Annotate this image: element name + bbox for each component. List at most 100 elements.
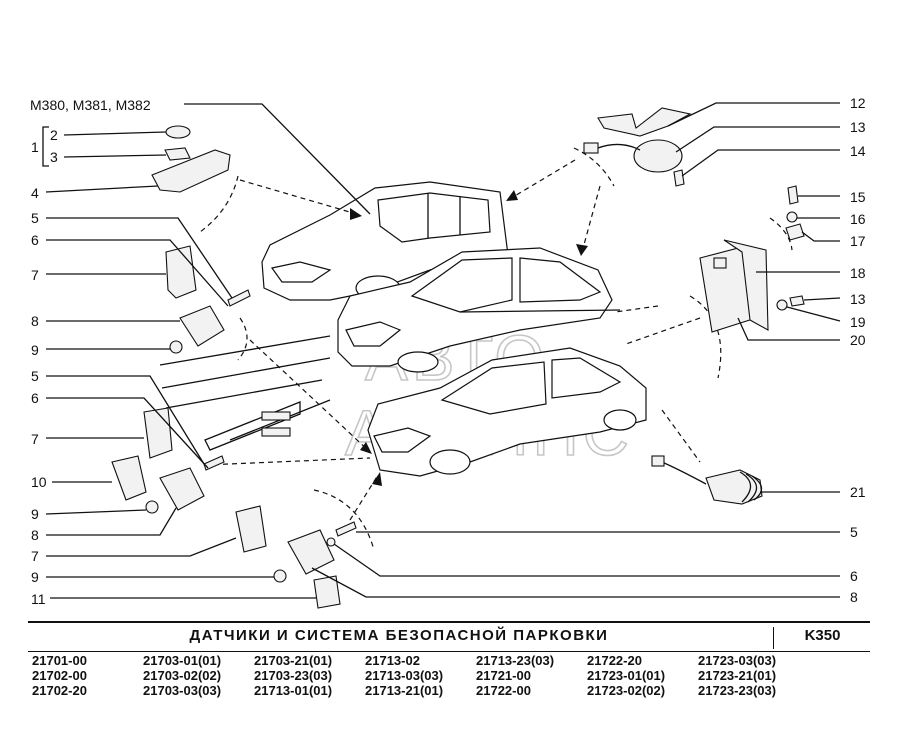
callout-15: 15 [850, 189, 866, 205]
callout-16: 16 [850, 211, 866, 227]
model-code: 21721-00 [476, 668, 531, 683]
arrow-sedan-to-21 [661, 409, 701, 463]
arc-right [769, 217, 793, 251]
arrow-to-hatch-side [614, 305, 659, 313]
part-6-washer-c [326, 537, 336, 547]
callout-5b: 5 [31, 368, 39, 384]
part-3-clip [164, 147, 191, 161]
callout-1: 1 [31, 139, 39, 155]
model-code: 21703-21(01) [254, 653, 333, 668]
callout-6b: 6 [31, 390, 39, 406]
model-code: 21713-03(03) [365, 668, 444, 683]
callout-7c: 7 [31, 548, 39, 564]
callout-5c: 5 [850, 524, 858, 540]
model-code: 21723-21(01) [698, 668, 777, 683]
car-wagon [261, 181, 509, 301]
callout-18: 18 [850, 265, 866, 281]
arc-left-mid [237, 317, 248, 361]
part-5-bolt-a [227, 289, 251, 307]
part-16-washer [786, 211, 798, 223]
callout-13b: 13 [850, 291, 866, 307]
callout-20: 20 [850, 332, 866, 348]
callout-8b: 8 [31, 527, 39, 543]
callout-9c: 9 [31, 569, 39, 585]
callout-17: 17 [850, 233, 866, 249]
callout-8c: 8 [850, 589, 858, 605]
model-code: 21723-03(03) [698, 653, 777, 668]
model-code: 21722-00 [476, 683, 531, 698]
model-code: 21702-20 [32, 683, 87, 698]
label-reference: M380, M381, M382 [30, 97, 151, 113]
model-code: 21701-00 [32, 653, 87, 668]
callout-13a: 13 [850, 119, 866, 135]
part-19-washer [776, 299, 788, 311]
arc-upper-left [199, 175, 239, 233]
model-code: 21703-01(01) [143, 653, 222, 668]
part-9-nut-c [273, 569, 287, 583]
part-5-bolt-c [335, 521, 357, 537]
diagram-code: K350 [773, 627, 871, 649]
callout-5a: 5 [31, 210, 39, 226]
part-20-bracket [723, 239, 769, 331]
model-code: 21703-23(03) [254, 668, 333, 683]
part-8-bracket-c [287, 529, 335, 575]
callout-6c: 6 [850, 568, 858, 584]
callout-4: 4 [31, 185, 39, 201]
model-code: 21713-02 [365, 653, 420, 668]
bumper-section [159, 335, 331, 451]
connector-13 [583, 142, 599, 154]
part-5-bolt-b [203, 455, 225, 471]
callout-11: 11 [31, 591, 46, 607]
callout-19: 19 [850, 314, 866, 330]
arc-lower [313, 489, 375, 551]
part-9-nut-a [169, 340, 183, 354]
part-8-bracket-b [159, 467, 205, 511]
model-code: 21703-03(03) [143, 683, 222, 698]
arrow-to-wagon [239, 179, 361, 216]
arc-right-mid [689, 295, 722, 379]
arrow-to-hatch-rear [581, 185, 601, 253]
callout-7b: 7 [31, 431, 39, 447]
model-code: 21723-23(03) [698, 683, 777, 698]
callout-9a: 9 [31, 342, 39, 358]
part-14-screw [673, 169, 685, 187]
part-17-nut [785, 223, 805, 241]
parts-diagram: АВТО АЛЬЯНС [30, 95, 866, 609]
model-code: 21702-00 [32, 668, 87, 683]
callout-3: 3 [50, 149, 58, 165]
part-10-sensor [111, 455, 147, 501]
part-12-bracket [597, 107, 692, 137]
callout-7a: 7 [31, 267, 39, 283]
callout-14: 14 [850, 143, 866, 159]
part-4-bracket [151, 149, 231, 193]
model-code: 21713-21(01) [365, 683, 444, 698]
part-13-buzzer [633, 139, 683, 173]
arrow-to-wagon-rear [507, 159, 576, 201]
callout-21: 21 [850, 484, 866, 500]
arrow-to-sedan-front [249, 339, 371, 453]
part-21-harness [705, 469, 763, 505]
callout-12: 12 [850, 95, 866, 111]
part-13-screw-b [789, 295, 805, 307]
arc-upper-right [573, 147, 615, 187]
arrow-to-sedan-rear [625, 317, 701, 345]
callout-6a: 6 [31, 232, 39, 248]
part-7-sensor-c [235, 505, 267, 553]
model-code: 21713-01(01) [254, 683, 333, 698]
callout-8a: 8 [31, 313, 39, 329]
part-15-bolt [787, 185, 799, 205]
part-7-sensor-b [143, 407, 173, 459]
model-code: 21723-01(01) [587, 668, 666, 683]
model-list: 21701-00 21703-01(01) 21703-21(01) 21713… [32, 653, 872, 698]
car-hatchback [337, 247, 621, 373]
callout-10: 10 [31, 474, 47, 490]
callout-2: 2 [50, 127, 58, 143]
arrow-sedan-front-low [204, 457, 371, 466]
diagram-title: ДАТЧИКИ И СИСТЕМА БЕЗОПАСНОЙ ПАРКОВКИ [189, 627, 609, 644]
model-code: 21713-23(03) [476, 653, 555, 668]
model-code: 21703-02(02) [143, 668, 222, 683]
title-block: ДАТЧИКИ И СИСТЕМА БЕЗОПАСНОЙ ПАРКОВКИ K3… [28, 621, 870, 652]
part-8-bracket-a [179, 305, 225, 347]
part-7-sensor-a [165, 245, 197, 299]
